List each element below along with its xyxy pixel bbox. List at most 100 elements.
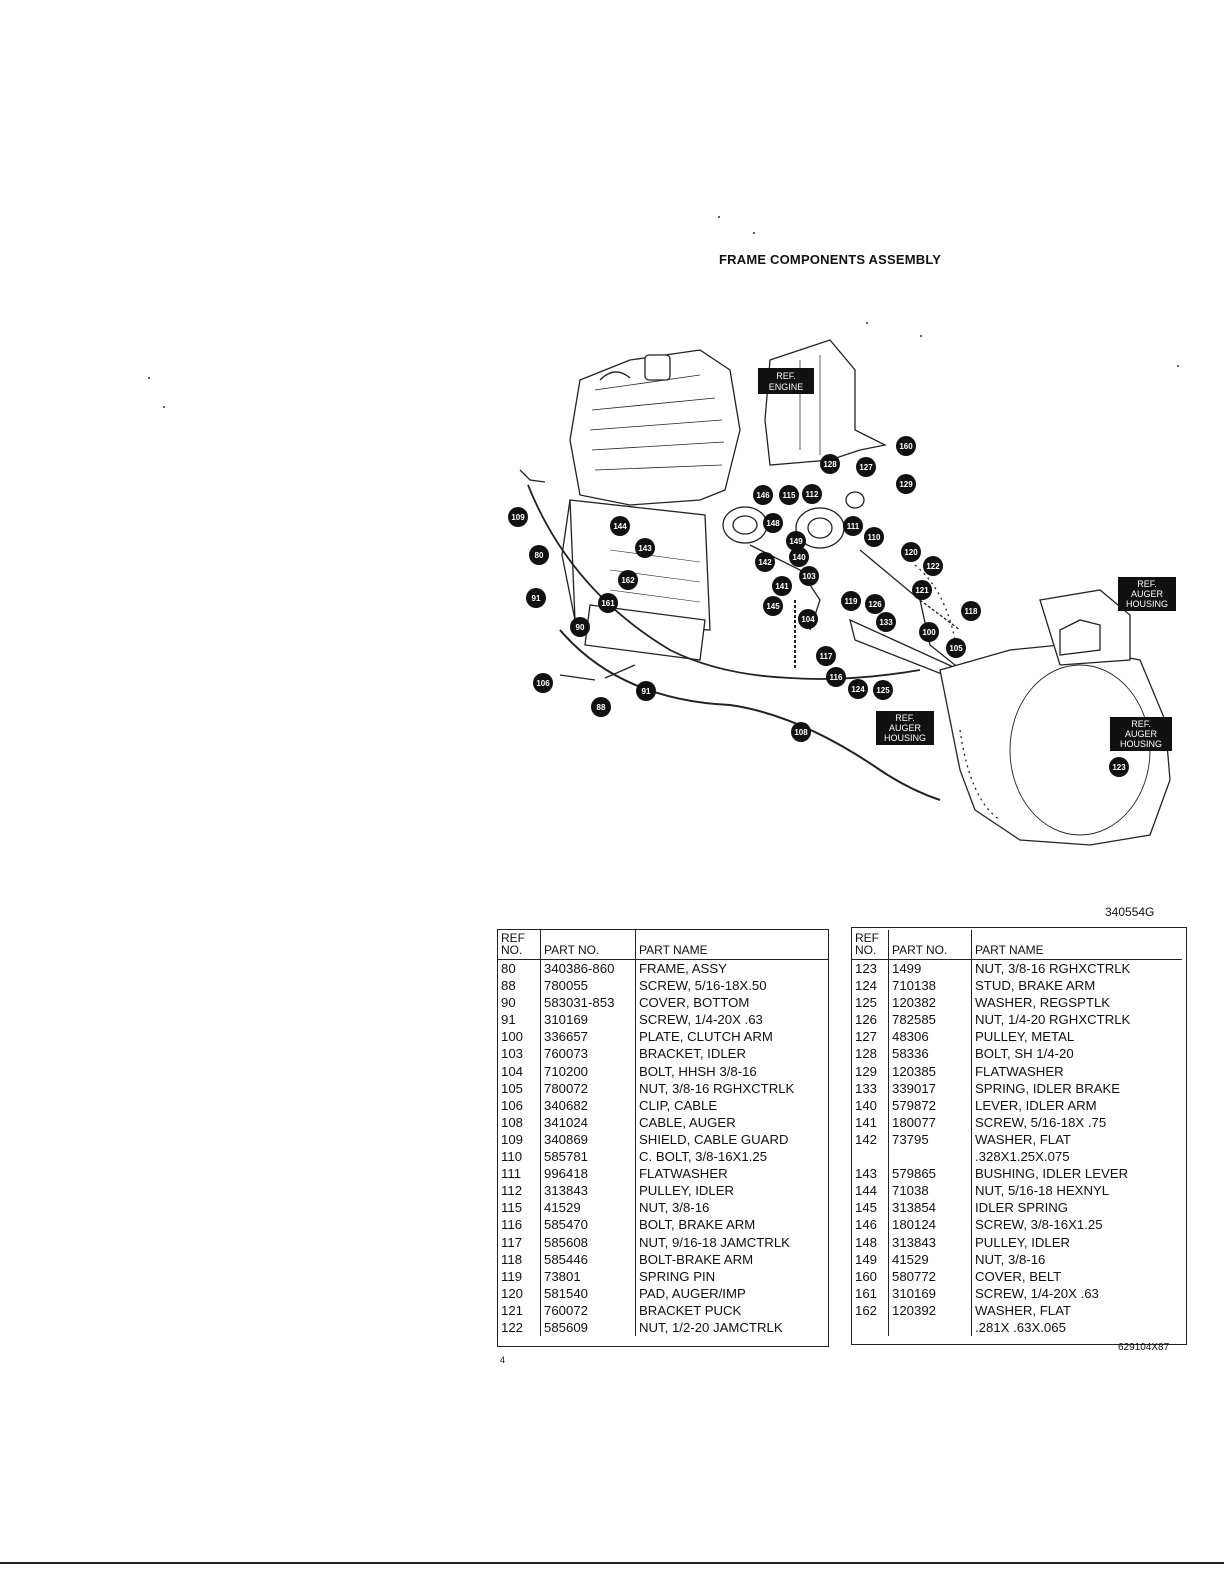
callout-label: 117 — [820, 652, 833, 661]
idler-pulley-left — [722, 506, 768, 544]
print-speck — [920, 335, 922, 337]
part-name-cell: NUT, 3/8-16 — [639, 1200, 710, 1216]
callout-label: 91 — [532, 594, 541, 603]
callout-bubble — [786, 531, 806, 551]
ref-no-cell: 103 — [498, 1045, 541, 1063]
print-speck — [718, 216, 720, 218]
ref-no-cell: 145 — [852, 1199, 889, 1217]
callout-label: 148 — [766, 519, 780, 528]
part-name-cell: PULLEY, METAL — [975, 1029, 1075, 1045]
part-no-cell: 996418 — [540, 1165, 636, 1183]
callout-bubble — [848, 679, 868, 699]
ref-label-auger-top-line1: REF. — [1137, 579, 1157, 589]
part-name-cell: SCREW, 1/4-20X .63 — [639, 1012, 763, 1028]
belt-cover — [764, 339, 887, 466]
callout-bubble — [635, 538, 655, 558]
part-no-cell: 579872 — [888, 1096, 972, 1114]
part-no-cell: 339017 — [888, 1079, 972, 1097]
header-part-name: PART NAME — [635, 930, 828, 960]
part-name-cell: SPRING, IDLER BRAKE — [975, 1080, 1121, 1096]
part-no-cell: 710200 — [540, 1062, 636, 1080]
bottom-rule — [0, 1562, 1224, 1564]
part-no-cell: 58336 — [888, 1045, 972, 1063]
callout-bubble — [876, 612, 896, 632]
callout-label: 104 — [801, 615, 815, 624]
part-name-cell: SPRING PIN — [639, 1268, 716, 1284]
part-no-cell: 73795 — [888, 1130, 972, 1166]
print-speck — [1177, 365, 1179, 367]
callout-bubble — [919, 622, 939, 642]
callout-label: 115 — [783, 491, 796, 500]
callout-label: 100 — [922, 628, 936, 637]
callout-bubble — [610, 516, 630, 536]
part-name-cell: IDLER SPRING — [975, 1200, 1069, 1216]
ref-label-engine-line2: ENGINE — [769, 382, 804, 392]
callout-label: 108 — [794, 728, 808, 737]
part-name-cell: SCREW, 1/4-20X .63 — [975, 1285, 1099, 1301]
callout-label: 160 — [899, 442, 913, 451]
ref-no-cell: 111 — [498, 1165, 541, 1183]
callout-bubble — [901, 542, 921, 562]
part-name-cell: PULLEY, IDLER — [975, 1234, 1071, 1250]
part-name-line2: .281X .63X.065 — [975, 1319, 1066, 1335]
part-name-cell: C. BOLT, 3/8-16X1.25 — [639, 1149, 768, 1165]
ref-no-cell: 108 — [498, 1113, 541, 1131]
ref-no-cell: 90 — [498, 994, 541, 1012]
part-no-cell: 579865 — [888, 1165, 972, 1183]
header-ref-no: REF NO. — [852, 930, 889, 960]
part-no-cell: 313843 — [540, 1182, 636, 1200]
ref-no-cell: 91 — [498, 1011, 541, 1029]
callout-label: 123 — [1112, 763, 1126, 772]
page-title: FRAME COMPONENTS ASSEMBLY — [719, 252, 942, 267]
callout-bubble — [864, 527, 884, 547]
callout-label: 88 — [597, 703, 606, 712]
callout-label: 120 — [904, 548, 918, 557]
part-name-cell: FLATWASHER — [975, 1063, 1064, 1079]
ref-no-cell: 100 — [498, 1028, 541, 1046]
callout-bubble — [873, 680, 893, 700]
callout-label: 110 — [868, 533, 881, 542]
part-name-cell: LEVER, IDLER ARM — [975, 1097, 1097, 1113]
part-name-cell: NUT, 1/2-20 JAMCTRLK — [639, 1319, 783, 1335]
part-name-cell: COVER, BOTTOM — [639, 995, 750, 1011]
part-no-cell: 120382 — [888, 994, 972, 1012]
metal-pulley — [845, 491, 865, 509]
callout-bubble — [598, 593, 618, 613]
callout-bubble — [843, 516, 863, 536]
header-ref-no: REF NO. — [498, 930, 541, 960]
ref-no-cell: 115 — [498, 1199, 541, 1217]
ref-label-auger-mid-line3: HOUSING — [884, 733, 926, 743]
part-name-cell: WASHER, FLAT.281X .63X.065 — [972, 1302, 1183, 1336]
part-name-cell: SCREW, 5/16-18X.50 — [639, 978, 767, 994]
footer-code: 629104X87 — [1118, 1342, 1170, 1353]
part-no-cell: 1499 — [888, 959, 972, 978]
callout-bubble — [791, 722, 811, 742]
callout-label: 116 — [830, 673, 843, 682]
callout-label: 133 — [879, 618, 893, 627]
part-no-cell: 313854 — [888, 1199, 972, 1217]
part-name-cell: NUT, 5/16-18 HEXNYL — [975, 1183, 1110, 1199]
part-no-cell: 760072 — [540, 1301, 636, 1319]
part-name-cell: FRAME, ASSY — [639, 961, 727, 976]
callout-label: 109 — [511, 513, 525, 522]
ref-no-cell: 88 — [498, 977, 541, 995]
callout-bubble — [591, 697, 611, 717]
callout-bubble — [508, 507, 528, 527]
callout-bubble — [753, 485, 773, 505]
part-name-cell: SHIELD, CABLE GUARD — [639, 1131, 789, 1147]
ref-no-cell: 146 — [852, 1216, 889, 1234]
print-speck — [148, 377, 150, 379]
ref-no-cell: 133 — [852, 1079, 889, 1097]
